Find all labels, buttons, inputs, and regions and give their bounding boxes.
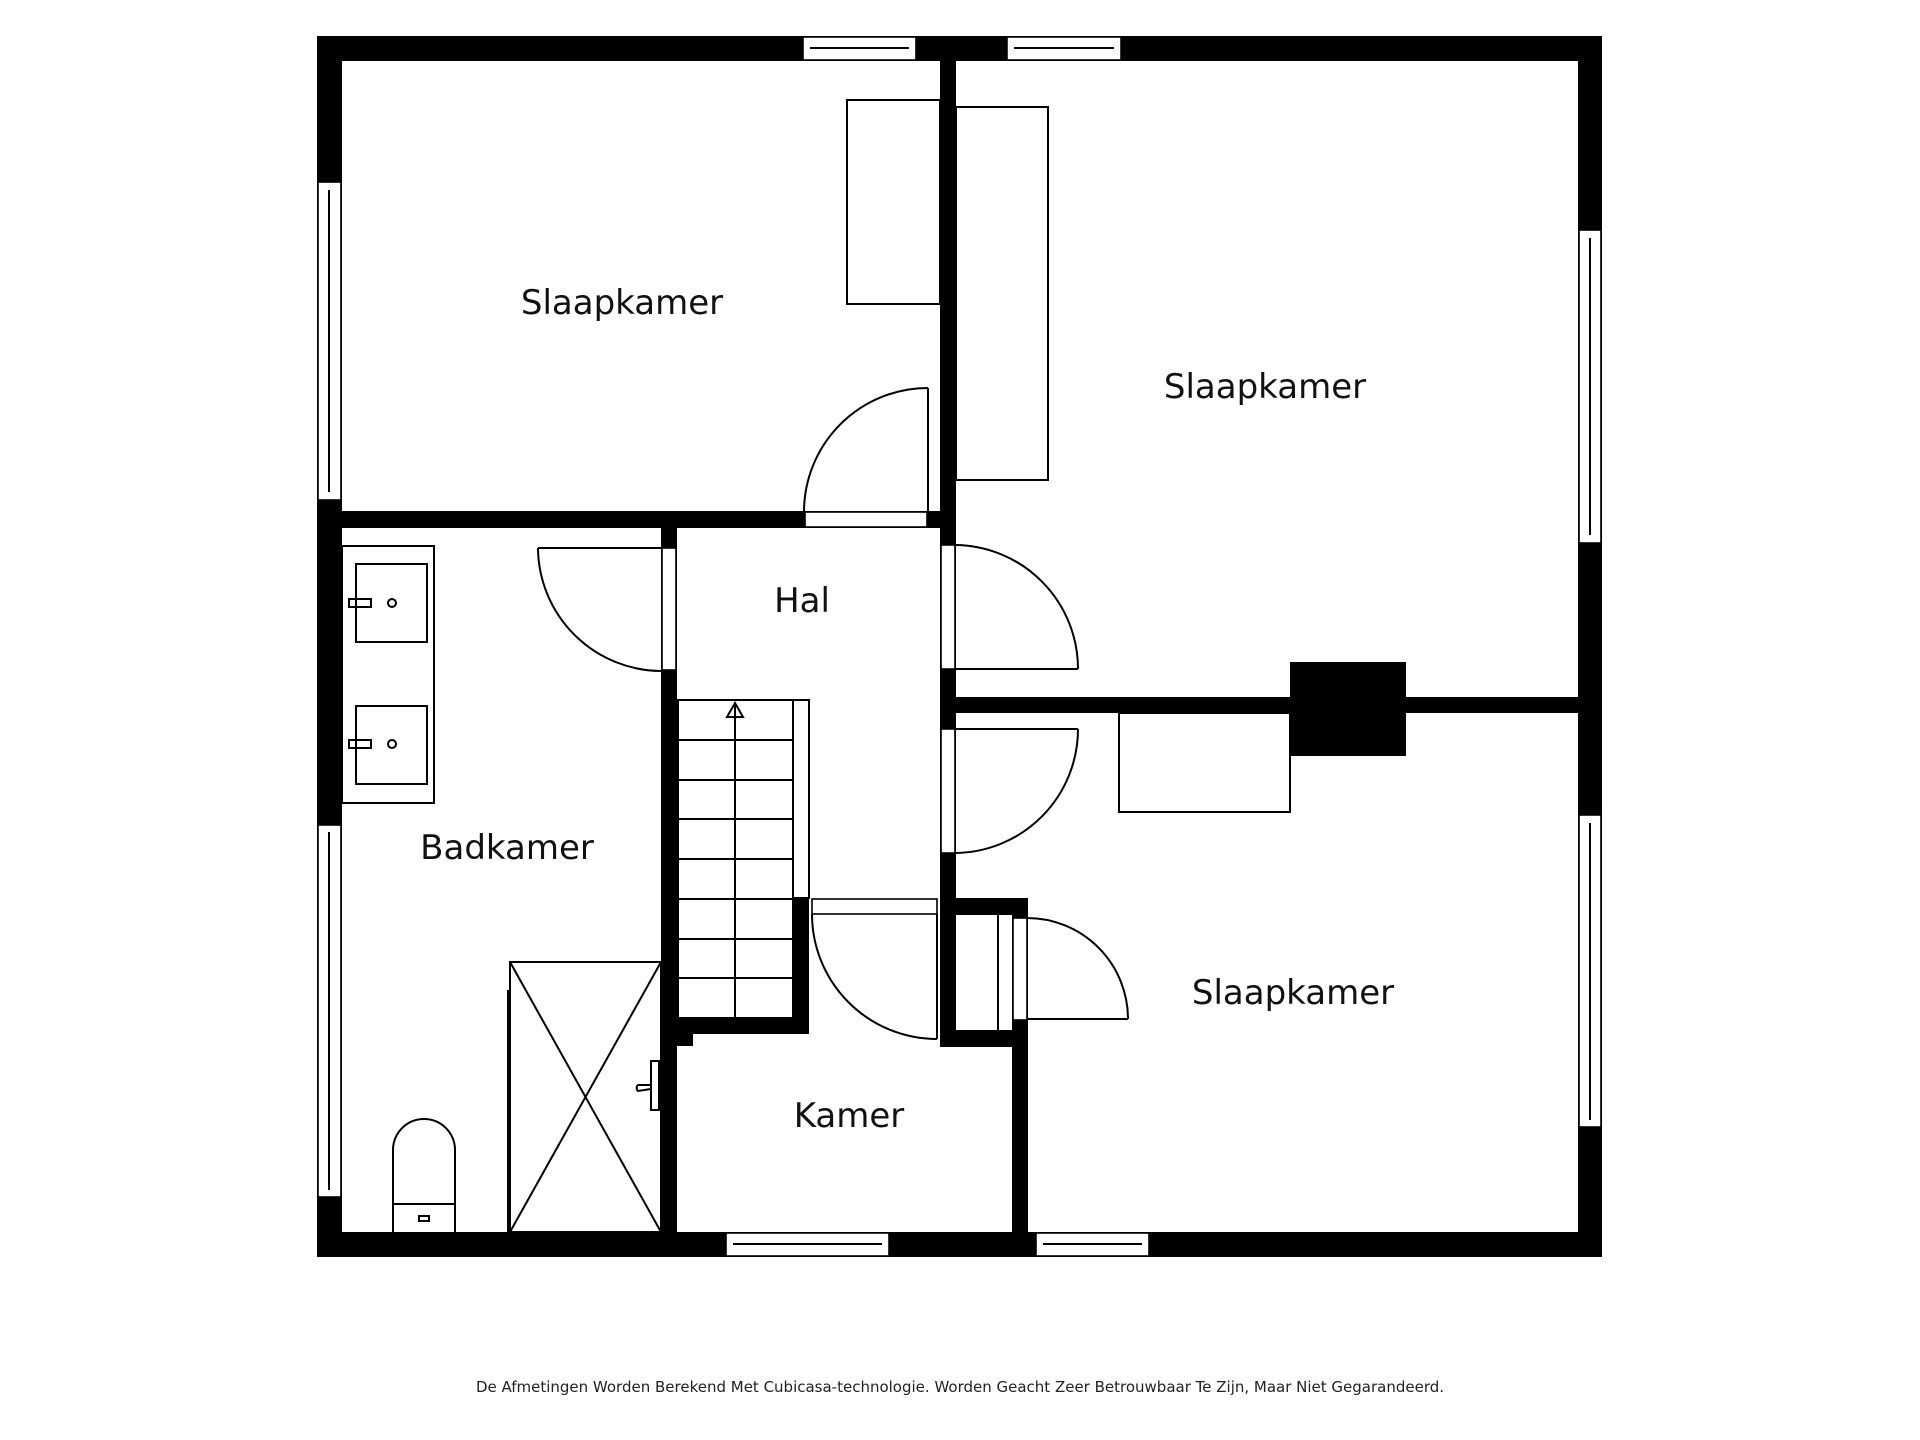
chimney: [1290, 662, 1406, 756]
room-label-kamer: Kamer: [793, 1096, 905, 1136]
disclaimer-text: De Afmetingen Worden Berekend Met Cubica…: [475, 1378, 1445, 1396]
shower: [507, 961, 662, 1233]
room-label-hal: Hal: [774, 581, 830, 621]
closets: [846, 99, 1291, 813]
windows: [317, 36, 1602, 1257]
doors: [537, 387, 1129, 1040]
room-label-slaapkamer-bottom-right: Slaapkamer: [1191, 973, 1395, 1013]
staircase: [677, 699, 810, 1019]
toilet: [392, 1118, 456, 1232]
room-label-slaapkamer-top-left: Slaapkamer: [520, 283, 724, 323]
room-label-slaapkamer-top-right: Slaapkamer: [1163, 367, 1367, 407]
vanity: [341, 545, 435, 804]
room-label-badkamer: Badkamer: [420, 828, 594, 868]
